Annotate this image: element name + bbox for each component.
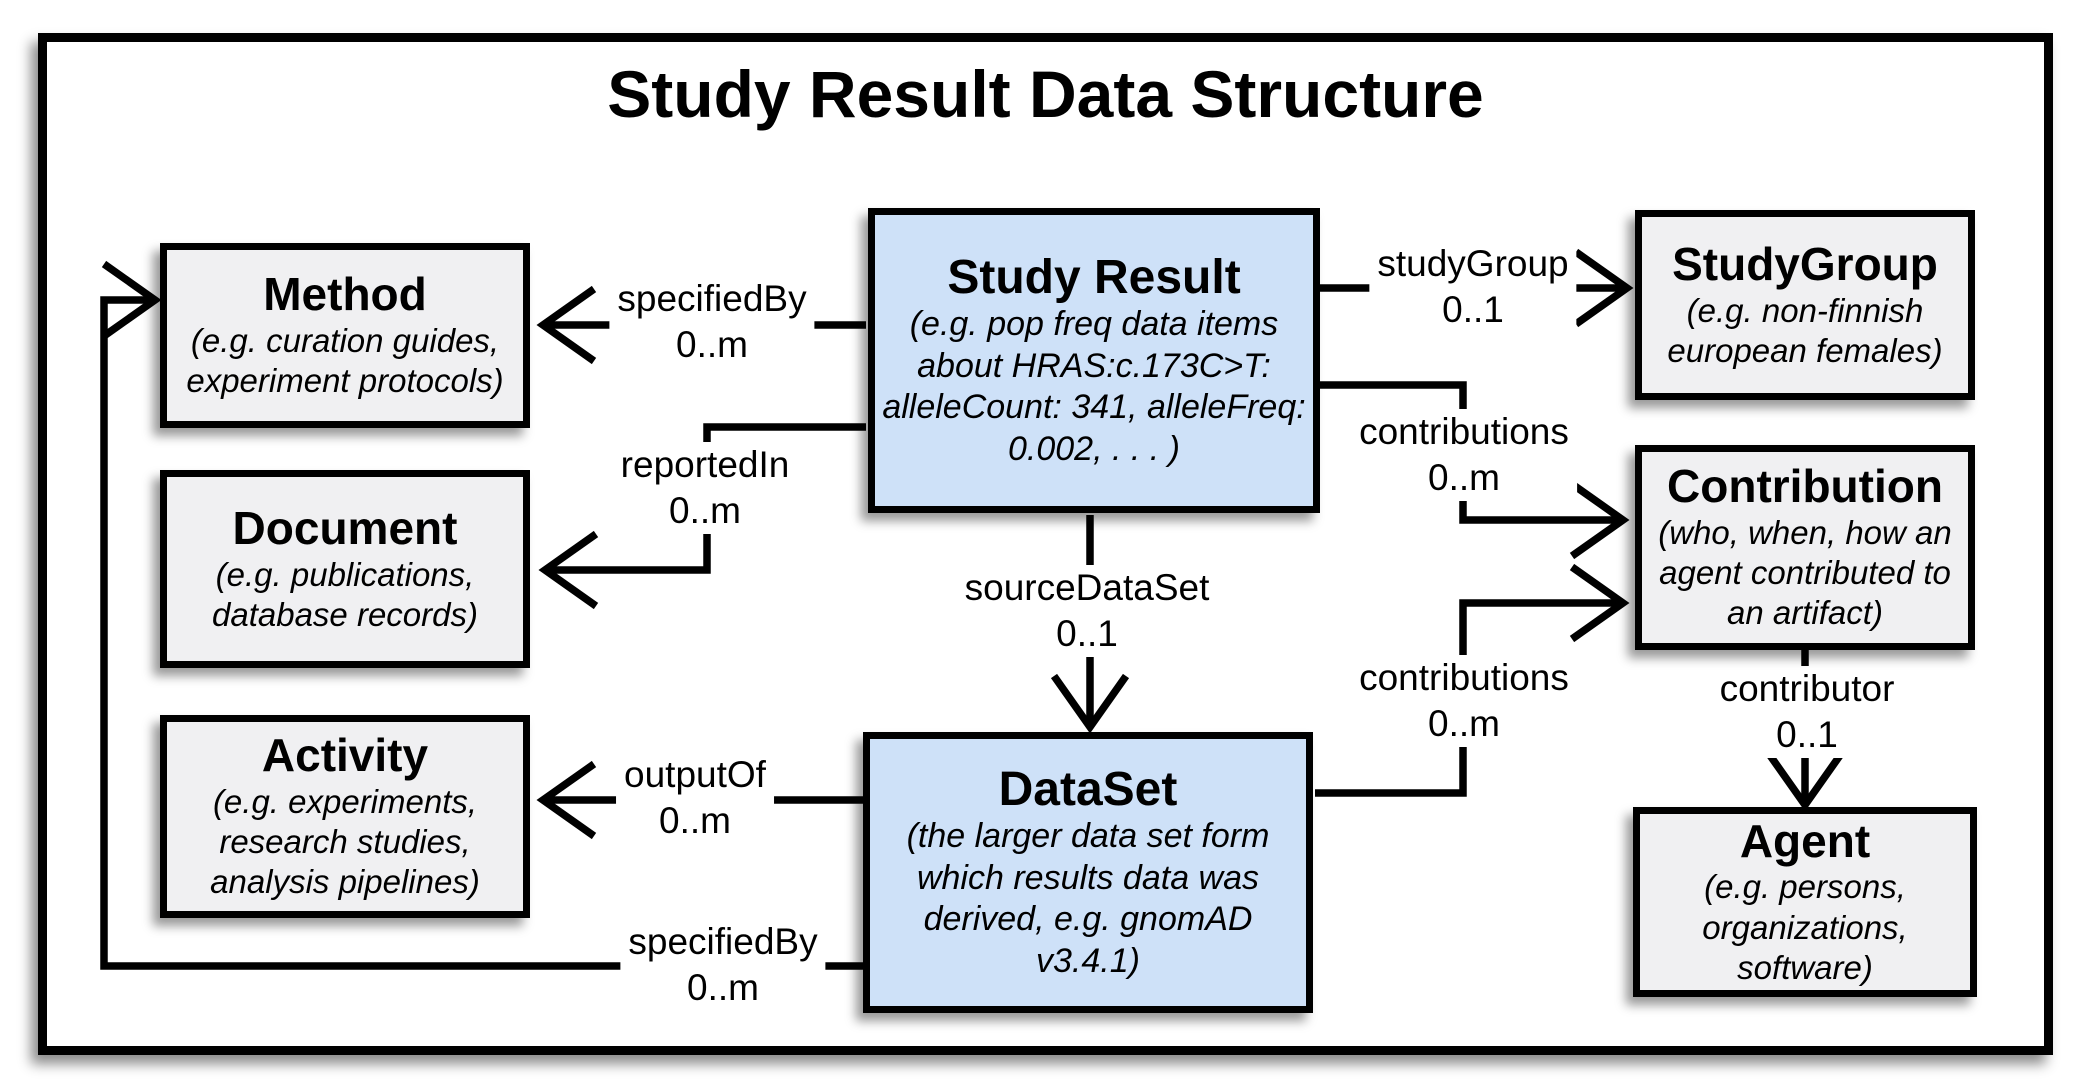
edge-label-text: sourceDataSet [964,567,1210,608]
edge-cardinality: 0..m [669,489,741,531]
node-desc: (e.g. pop freq data items about HRAS:c.1… [882,305,1306,468]
edge-cardinality: 0..m [676,323,748,365]
node-desc: (e.g. non-finnish european females) [1667,291,1943,369]
edge-label-studygroup: studyGroup 0..1 [1369,241,1577,333]
connector-specifiedby-dataset-method [100,296,866,970]
edge-label-text: contributions [1359,411,1569,452]
down-arrowhead-icon [1050,673,1130,734]
left-arrowhead-icon [538,530,599,610]
node-desc: (e.g. curation guides, experiment protoc… [186,322,504,400]
node-document: Document (e.g. publications, database re… [160,470,530,668]
node-title: DataSet [998,762,1178,816]
edge-label-text: specifiedBy [628,921,818,962]
node-title: Study Result [947,250,1241,304]
node-desc: (who, when, how an agent contributed to … [1658,513,1952,632]
edge-label-text: outputOf [624,754,766,795]
edge-label-contributions-dataset: contributions 0..m [1351,655,1577,747]
edge-label-contributor: contributor 0..1 [1711,666,1903,758]
node-agent: Agent (e.g. persons, organizations, soft… [1633,807,1977,997]
edge-label-text: contributor [1719,668,1895,709]
node-method: Method (e.g. curation guides, experiment… [160,243,530,428]
node-title: Document [232,501,458,554]
edge-cardinality: 0..1 [1056,612,1118,654]
edge-label-text: specifiedBy [617,278,807,319]
node-title: StudyGroup [1672,237,1938,290]
edge-label-specifiedby-studyresult: specifiedBy 0..m [609,276,815,368]
node-desc: (e.g. publications, database records) [212,555,478,633]
node-title: Contribution [1667,460,1943,513]
node-study-result: Study Result (e.g. pop freq data items a… [868,208,1320,513]
right-arrowhead-icon [1569,563,1630,643]
edge-cardinality: 0..m [659,799,731,841]
edge-label-specifiedby-dataset: specifiedBy 0..m [620,919,826,1011]
edge-label-contributions-studyresult: contributions 0..m [1351,409,1577,501]
node-title: Method [263,268,427,321]
node-activity: Activity (e.g. experiments, research stu… [160,715,530,918]
edge-label-text: reportedIn [620,444,790,485]
left-arrowhead-icon [536,760,597,840]
node-contribution: Contribution (who, when, how an agent co… [1635,445,1975,650]
node-desc: (e.g. persons, organizations, software) [1702,868,1908,986]
edge-label-text: studyGroup [1377,243,1569,284]
right-arrowhead-icon [101,260,162,340]
diagram-title: Study Result Data Structure [607,57,1484,131]
edge-label-text: contributions [1359,657,1569,698]
node-dataset: DataSet (the larger data set form which … [863,732,1313,1013]
edge-cardinality: 0..1 [1442,288,1504,330]
node-studygroup: StudyGroup (e.g. non-finnish european fe… [1635,210,1975,400]
edge-cardinality: 0..m [1428,456,1500,498]
left-arrowhead-icon [536,285,597,365]
edge-label-reportedin: reportedIn 0..m [612,442,798,534]
edge-label-sourcedataset: sourceDataSet 0..1 [956,565,1218,657]
node-desc: (the larger data set form which results … [906,817,1270,980]
edge-cardinality: 0..1 [1776,713,1838,755]
right-arrowhead-icon [1573,248,1634,328]
node-desc: (e.g. experiments, research studies, ana… [210,782,480,901]
down-arrowhead-icon [1765,751,1845,812]
edge-label-outputof: outputOf 0..m [616,752,774,844]
node-title: Activity [261,729,429,782]
node-title: Agent [1739,814,1871,867]
edge-cardinality: 0..m [1428,702,1500,744]
edge-cardinality: 0..m [687,966,759,1008]
right-arrowhead-icon [1569,480,1630,560]
